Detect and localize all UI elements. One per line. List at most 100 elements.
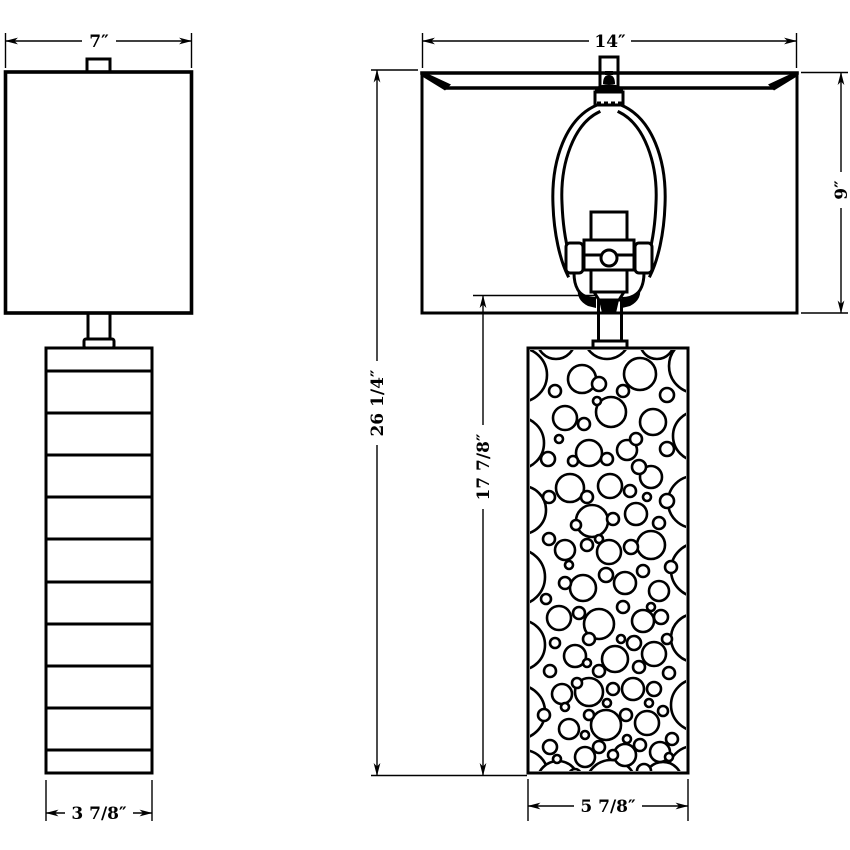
- bubble-circle: [579, 729, 591, 741]
- bubble-circle: [587, 350, 627, 361]
- bubble-circle: [547, 383, 563, 399]
- bubble-circle: [569, 518, 583, 532]
- bubble-circle: [550, 682, 574, 706]
- harp-outer-right: [619, 103, 667, 279]
- bubble-circle: [663, 559, 679, 575]
- label-background: [832, 172, 850, 208]
- bubble-circle: [530, 620, 547, 670]
- bubble-circle: [635, 529, 667, 561]
- side-body-outline: [44, 346, 154, 775]
- bubble-circle: [663, 751, 675, 763]
- bubble-circle: [633, 709, 661, 737]
- saddle-tooth: [618, 101, 622, 106]
- socket-switch-knob: [599, 248, 619, 268]
- bubble-circle: [551, 404, 579, 432]
- front-shade-width-label: 14″: [594, 32, 626, 52]
- bubble-circle: [557, 717, 581, 741]
- bubble-circle: [530, 550, 547, 604]
- finial-stem: [605, 71, 613, 75]
- harp-outer-left: [551, 103, 599, 279]
- overall-height-dimension: 26 1/4″: [368, 69, 527, 777]
- bubble-circle: [574, 438, 604, 468]
- bubble-circle: [589, 708, 623, 742]
- bubble-circle: [568, 767, 582, 771]
- side-shade: [3, 70, 194, 315]
- bubble-circle: [579, 489, 595, 505]
- front-shade: [420, 71, 799, 315]
- bubble-circle: [553, 538, 577, 562]
- bubble-circle: [563, 559, 575, 571]
- saddle-tooth: [604, 101, 608, 106]
- shade-corner-wedge: [768, 71, 796, 91]
- front-base-width-dimension: 5 7/8″: [527, 779, 689, 821]
- side-base-width-label: 3 7/8″: [71, 804, 127, 824]
- bubble-circle: [651, 515, 667, 531]
- bubble-circle: [658, 440, 676, 458]
- label-background: [474, 425, 492, 509]
- bubble-circle: [582, 607, 616, 641]
- bubble-circle: [605, 511, 621, 527]
- side-shade-width-dimension: 7″: [4, 32, 193, 68]
- overall-height-label: 26 1/4″: [368, 369, 388, 436]
- bubble-circle: [660, 632, 674, 646]
- bubble-circle: [643, 697, 655, 709]
- bubble-circle: [548, 636, 562, 650]
- harp-end-cylinder: [633, 241, 654, 275]
- front-finial-assembly: [593, 55, 625, 107]
- finial-knob: [603, 75, 615, 84]
- harp-end-cylinder: [564, 241, 585, 275]
- bubble-pattern: [530, 350, 686, 771]
- bubble-circle: [606, 748, 620, 762]
- socket-cap: [589, 210, 629, 242]
- side-base-width-dimension: 3 7/8″: [45, 780, 153, 824]
- bubble-circle: [622, 483, 638, 499]
- bubble-circle: [566, 363, 598, 395]
- socket-lower: [589, 268, 629, 294]
- bubble-circle: [630, 458, 648, 476]
- bubble-circle: [622, 356, 658, 392]
- bubble-circle: [632, 737, 648, 753]
- bubble-circle: [671, 412, 686, 460]
- bubble-circle: [538, 350, 574, 361]
- bubble-circle: [635, 563, 651, 579]
- shade-height-dimension: 9″: [801, 71, 850, 314]
- body-height-label: 17 7/8″: [474, 433, 494, 500]
- bubble-circle: [615, 383, 631, 399]
- bubble-circle: [628, 431, 644, 447]
- bubble-circle: [581, 631, 597, 647]
- front-body: [526, 346, 690, 775]
- bubble-circle: [551, 753, 563, 765]
- bubble-circle: [600, 644, 630, 674]
- bubble-circle: [601, 697, 613, 709]
- bubble-circle: [599, 451, 615, 467]
- bubble-circle: [652, 608, 670, 626]
- bubble-circle: [656, 704, 670, 718]
- bubble-circle: [568, 573, 598, 603]
- bubble-circle: [615, 633, 627, 645]
- bubble-circle: [559, 701, 571, 713]
- saddle-tooth: [611, 101, 615, 106]
- bubble-circle: [530, 350, 549, 402]
- bubble-circle: [658, 386, 676, 404]
- bubble-circle: [538, 759, 578, 771]
- bubble-circle: [594, 395, 628, 429]
- bubble-circle: [582, 708, 596, 722]
- bubble-circle: [573, 745, 597, 769]
- bubble-circle: [591, 395, 603, 407]
- bubble-circle: [541, 489, 557, 505]
- side-finial: [85, 57, 112, 74]
- label-background: [82, 32, 116, 50]
- bubble-circle: [612, 570, 638, 596]
- bubble-circle: [593, 533, 605, 545]
- bubble-circle: [541, 531, 557, 547]
- socket-hickey: [599, 300, 619, 313]
- bubble-circle: [631, 659, 647, 675]
- bubble-circle: [536, 707, 552, 723]
- bubble-circle: [539, 450, 557, 468]
- side-neck: [82, 311, 116, 350]
- bubble-circle: [591, 739, 607, 755]
- bubble-circle: [647, 579, 671, 603]
- bubble-circle: [645, 680, 663, 698]
- bubble-circle: [596, 472, 624, 500]
- bubble-circle: [640, 640, 668, 668]
